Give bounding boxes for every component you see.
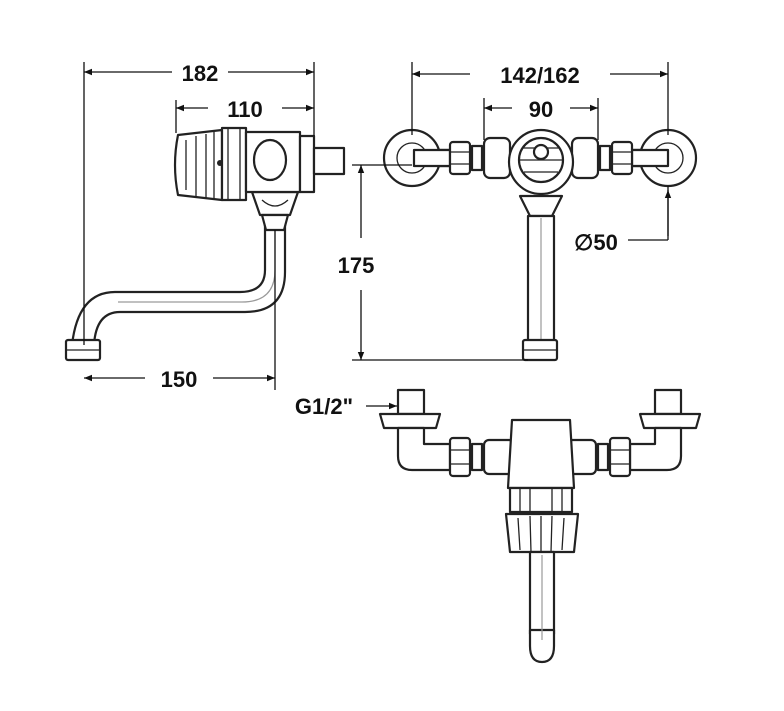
top-nuts bbox=[448, 436, 632, 478]
front-view: 142/162 90 175 ∅50 bbox=[338, 62, 698, 362]
dim-label-175: 175 bbox=[338, 253, 375, 278]
front-nuts bbox=[448, 140, 634, 176]
dim-90: 90 bbox=[483, 97, 599, 140]
thread-callout: G1/2" bbox=[295, 394, 397, 419]
top-inlet-left bbox=[378, 388, 452, 472]
dim-label-150: 150 bbox=[161, 367, 198, 392]
dim-label-90: 90 bbox=[529, 97, 553, 122]
thread-label: G1/2" bbox=[295, 394, 353, 419]
side-body bbox=[220, 126, 346, 202]
side-view: 182 110 150 bbox=[64, 61, 346, 392]
dim-150: 150 bbox=[84, 230, 276, 392]
side-spout bbox=[64, 213, 287, 362]
top-inlet-right bbox=[628, 388, 702, 472]
dim-dia-50: ∅50 bbox=[574, 186, 672, 255]
dim-label-142-162: 142/162 bbox=[500, 63, 580, 88]
top-view: G1/2" bbox=[295, 388, 702, 664]
dim-110: 110 bbox=[175, 97, 314, 133]
front-rosette-right bbox=[630, 128, 698, 188]
front-body bbox=[482, 128, 600, 196]
top-spout bbox=[528, 550, 556, 664]
dim-label-dia-50: ∅50 bbox=[574, 230, 618, 255]
dim-label-182: 182 bbox=[182, 61, 219, 86]
front-rosette-left bbox=[382, 128, 452, 188]
side-swivel bbox=[250, 190, 300, 232]
dim-182: 182 bbox=[83, 61, 315, 345]
front-spout bbox=[518, 194, 564, 362]
dim-label-110: 110 bbox=[227, 97, 263, 122]
side-handle bbox=[173, 128, 224, 202]
dim-175: 175 bbox=[338, 164, 528, 361]
top-body bbox=[482, 418, 598, 514]
dim-142-162: 142/162 bbox=[411, 62, 669, 135]
top-handle bbox=[504, 512, 580, 554]
